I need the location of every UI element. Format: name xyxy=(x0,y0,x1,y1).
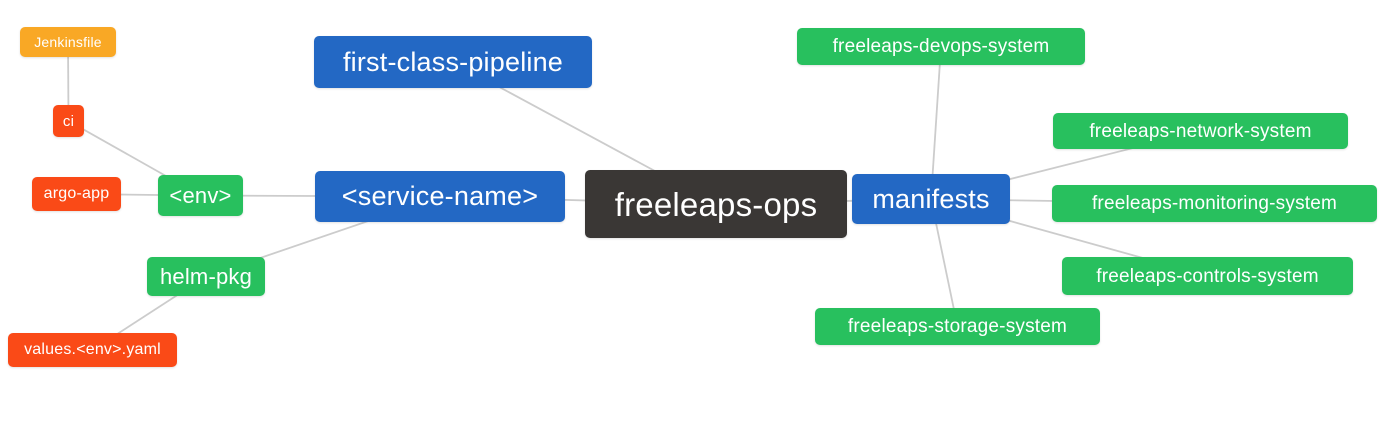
node-values-env-yaml[interactable]: values.<env>.yaml xyxy=(8,333,177,367)
edge-manifests--freeleaps-devops-system xyxy=(930,46,942,200)
node-jenkinsfile[interactable]: Jenkinsfile xyxy=(20,27,116,57)
node-freeleaps-storage-system[interactable]: freeleaps-storage-system xyxy=(815,308,1100,345)
node-env[interactable]: <env> xyxy=(158,175,243,216)
node-freeleaps-controls-system[interactable]: freeleaps-controls-system xyxy=(1062,257,1353,295)
node-argo-app[interactable]: argo-app xyxy=(32,177,121,211)
node-freeleaps-ops[interactable]: freeleaps-ops xyxy=(585,170,847,238)
node-service-name[interactable]: <service-name> xyxy=(315,171,565,222)
node-ci[interactable]: ci xyxy=(53,105,84,137)
node-freeleaps-devops-system[interactable]: freeleaps-devops-system xyxy=(797,28,1085,65)
node-freeleaps-network-system[interactable]: freeleaps-network-system xyxy=(1053,113,1348,149)
node-helm-pkg[interactable]: helm-pkg xyxy=(147,257,265,296)
node-freeleaps-monitoring-system[interactable]: freeleaps-monitoring-system xyxy=(1052,185,1377,222)
node-manifests[interactable]: manifests xyxy=(852,174,1010,224)
node-first-class-pipeline[interactable]: first-class-pipeline xyxy=(314,36,592,88)
